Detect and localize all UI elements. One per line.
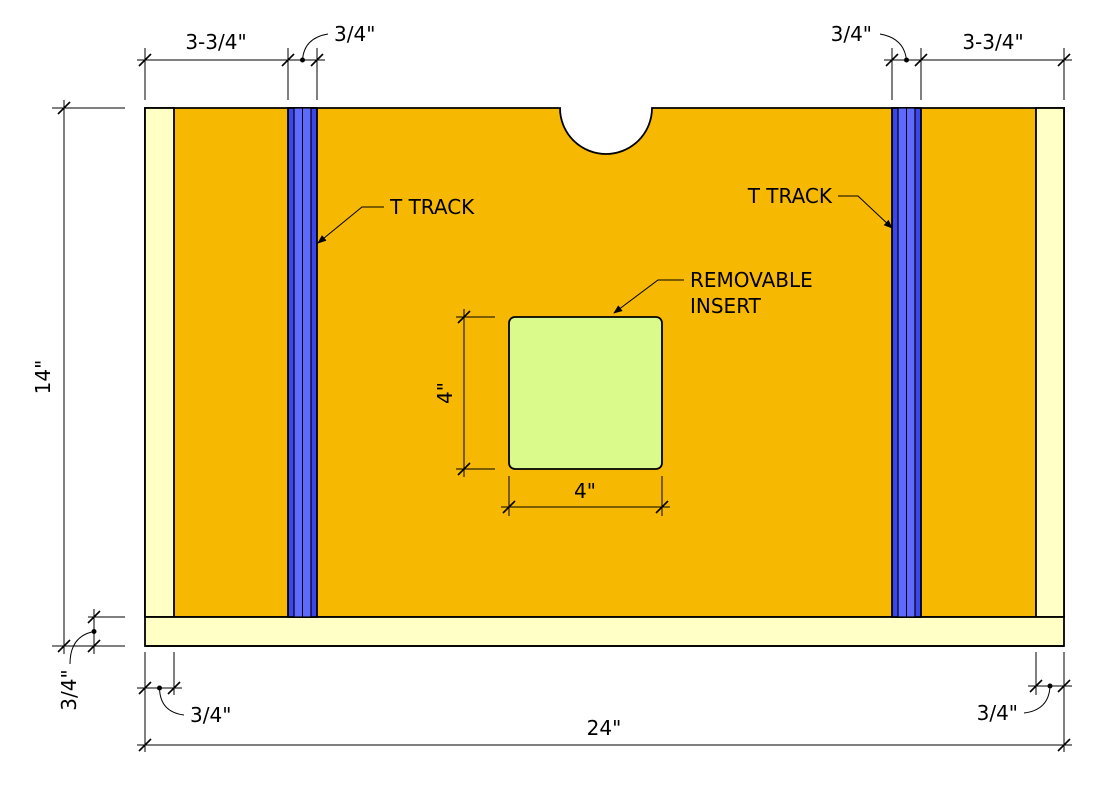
left-dimensions: 14" 3/4" <box>31 100 125 711</box>
bottom-strip <box>144 616 1065 647</box>
top-dimensions: 3-3/4" 3/4" 3/4" 3-3/4" <box>137 22 1072 100</box>
left-edge-width-label: 3/4" <box>190 703 231 727</box>
insert-width-label: 4" <box>574 479 596 503</box>
insert-height-label: 4" <box>433 382 457 404</box>
top-right-offset-label: 3-3/4" <box>962 30 1023 54</box>
right-t-track-label: T TRACK <box>747 184 833 208</box>
overall-width-label: 24" <box>587 716 622 740</box>
right-t-track <box>891 107 922 618</box>
board <box>144 107 1065 647</box>
right-edge-strip <box>1035 107 1065 618</box>
bottom-strip-height-label: 3/4" <box>57 669 81 710</box>
left-t-track <box>287 107 318 618</box>
right-edge-width-label: 3/4" <box>977 701 1018 725</box>
insert-label-line2: INSERT <box>690 294 762 318</box>
insert-dimensions: 4" 4" <box>433 309 670 516</box>
overall-height-label: 14" <box>31 360 55 395</box>
left-edge-strip <box>144 107 175 618</box>
top-left-offset-label: 3-3/4" <box>185 30 246 54</box>
callouts: T TRACK T TRACK REMOVABLE INSERT <box>317 184 893 318</box>
insert-label-line1: REMOVABLE <box>690 268 813 292</box>
bottom-dimensions: 3/4" 3/4" 24" <box>137 652 1072 752</box>
top-right-track-width-label: 3/4" <box>831 22 872 46</box>
top-left-track-width-label: 3/4" <box>334 22 375 46</box>
left-t-track-label: T TRACK <box>389 195 475 219</box>
removable-insert <box>508 316 663 470</box>
